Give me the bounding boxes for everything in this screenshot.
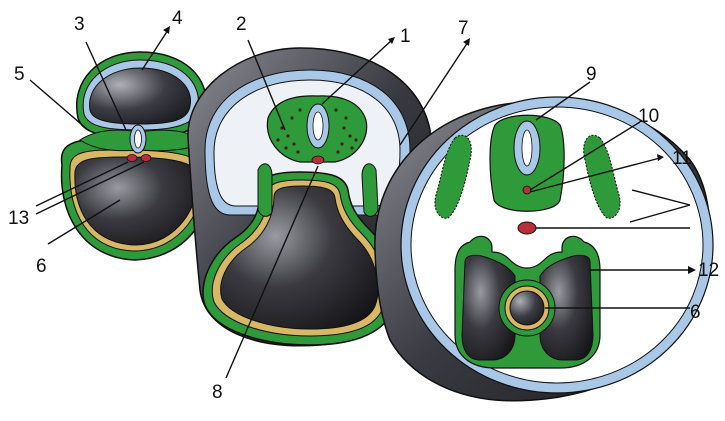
label-1: 1	[400, 26, 411, 47]
label-11: 11	[672, 148, 692, 169]
label-4: 4	[172, 8, 183, 29]
label-7: 7	[458, 18, 469, 39]
notochord	[523, 186, 531, 194]
label-2: 2	[236, 14, 247, 35]
label-3: 3	[74, 14, 85, 35]
label-10: 10	[638, 106, 659, 127]
label-13: 13	[8, 208, 29, 229]
dorsal-aorta-left	[127, 155, 137, 162]
label-12: 12	[698, 260, 719, 281]
aorta	[518, 222, 536, 234]
dorsal-aorta-right	[141, 155, 151, 162]
label-8: 8	[212, 382, 223, 403]
embryo-stage-late	[375, 97, 713, 401]
dorsal-aorta	[312, 156, 324, 164]
label-6-left: 6	[36, 256, 47, 277]
label-9: 9	[586, 64, 597, 85]
label-5: 5	[14, 64, 25, 85]
label-6-right: 6	[690, 302, 701, 323]
